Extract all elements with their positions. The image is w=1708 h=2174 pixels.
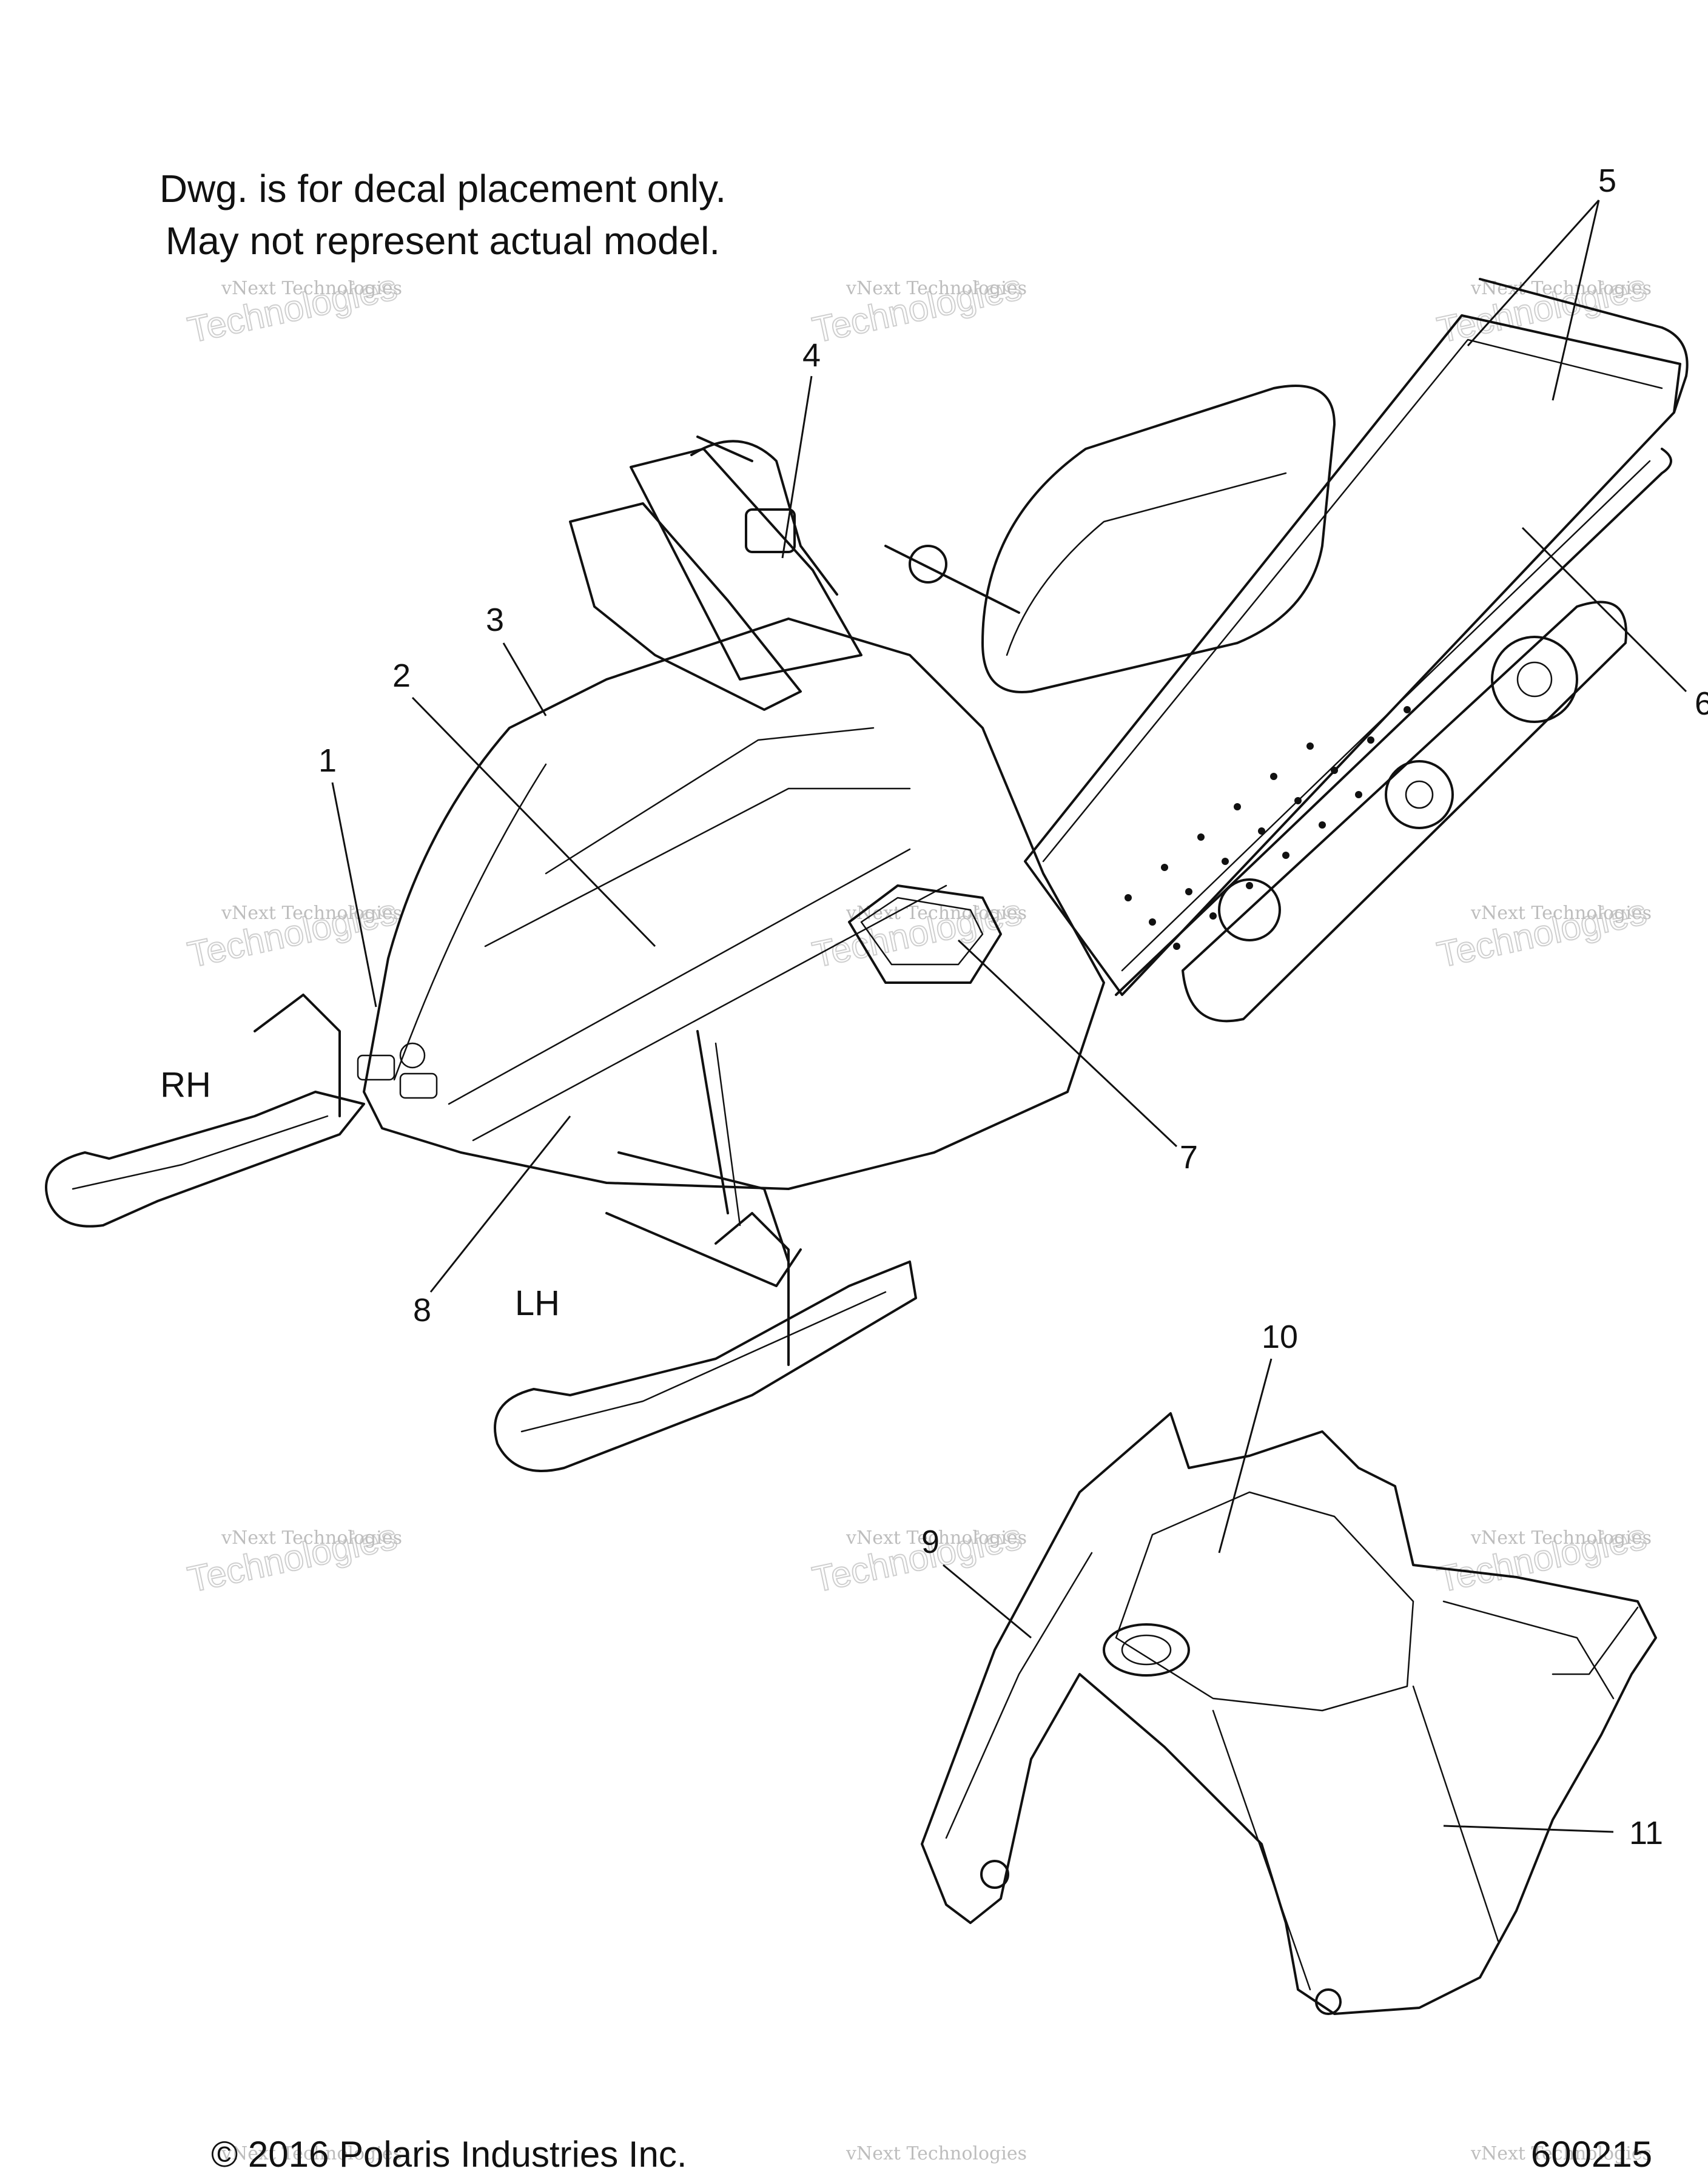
- snowmobile-drawing: [45, 278, 1689, 1472]
- leader-lines: [331, 199, 1687, 1833]
- callout-4: 4: [802, 337, 821, 374]
- callout-2: 2: [392, 658, 411, 694]
- side-label-rh: RH: [160, 1065, 211, 1105]
- svg-text:vNext Technologies: vNext Technologies: [221, 1527, 402, 1549]
- callout-labels: 1 2 3 4 5 6 7 8 9 10 11: [318, 163, 1708, 1851]
- watermark: vNext Technologies vNext Technologies vN…: [221, 2143, 1652, 2164]
- side-label-lh: LH: [515, 1284, 560, 1323]
- placement-note: Dwg. is for decal placement only. May no…: [109, 163, 776, 267]
- watermark: Technologies vNext Technologies: [809, 890, 1027, 975]
- svg-text:vNext Technologies: vNext Technologies: [221, 278, 402, 299]
- callout-3: 3: [486, 602, 504, 638]
- watermark: Technologies vNext Technologies: [184, 890, 402, 975]
- watermark: Technologies vNext Technologies: [1433, 890, 1652, 975]
- svg-text:vNext Technologies: vNext Technologies: [846, 278, 1027, 299]
- callout-5: 5: [1598, 163, 1616, 199]
- svg-text:vNext Technologies: vNext Technologies: [221, 903, 402, 924]
- callout-7: 7: [1180, 1139, 1198, 1176]
- placement-note-line-1: Dwg. is for decal placement only.: [159, 167, 727, 210]
- watermark: Technologies vNext Technologies: [1433, 266, 1652, 351]
- watermark: Technologies vNext Technologies: [809, 266, 1027, 351]
- callout-6: 6: [1695, 685, 1708, 722]
- drawing-number: 600215: [1531, 2134, 1652, 2174]
- svg-text:vNext Technologies: vNext Technologies: [1470, 1527, 1652, 1549]
- callout-9: 9: [921, 1524, 940, 1560]
- watermark-group: Technologies vNext Technologies Technolo…: [184, 266, 1652, 2164]
- watermark: Technologies vNext Technologies: [809, 1515, 1027, 1600]
- svg-text:vNext Technologies: vNext Technologies: [1470, 903, 1652, 924]
- side-panel-detail: [921, 1412, 1657, 2015]
- callout-1: 1: [318, 742, 337, 779]
- callout-8: 8: [413, 1292, 431, 1328]
- svg-text:vNext Technologies: vNext Technologies: [1470, 2143, 1652, 2164]
- svg-text:vNext Technologies: vNext Technologies: [846, 2143, 1027, 2164]
- svg-text:vNext Technologies: vNext Technologies: [1470, 278, 1652, 299]
- watermark: Technologies vNext Technologies: [184, 266, 402, 351]
- watermark: Technologies vNext Technologies: [184, 1515, 402, 1600]
- copyright-notice: © 2016 Polaris Industries Inc.: [211, 2134, 687, 2174]
- svg-text:vNext Technologies: vNext Technologies: [221, 2143, 402, 2164]
- callout-11: 11: [1629, 1815, 1663, 1851]
- callout-10: 10: [1262, 1319, 1298, 1355]
- svg-text:vNext Technologies: vNext Technologies: [846, 1527, 1027, 1549]
- watermark: Technologies vNext Technologies: [1433, 1515, 1652, 1600]
- placement-note-line-2: May not represent actual model.: [165, 219, 721, 263]
- tunnel-vents: [1125, 706, 1411, 950]
